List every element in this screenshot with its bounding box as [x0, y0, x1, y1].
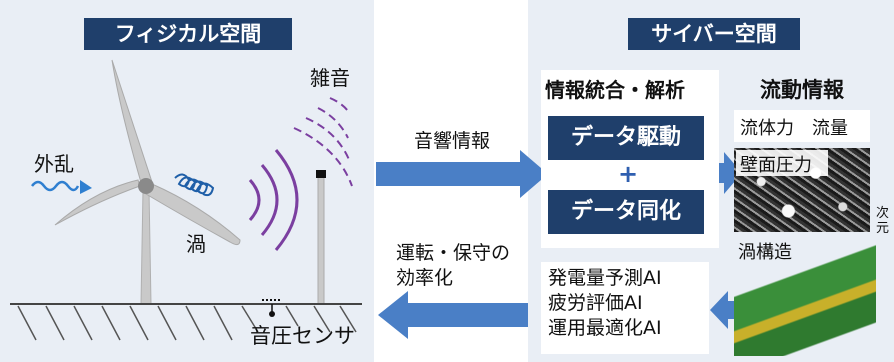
- ai-box: [541, 262, 709, 354]
- sound-arc-3: [274, 149, 299, 251]
- noise-arc-3: [293, 127, 353, 187]
- ground-hatching: [17, 305, 357, 341]
- ai-item-fatigue-evaluation: 疲労評価AI: [548, 292, 643, 314]
- efficiency-label-line1: 運転・保守の: [396, 242, 511, 264]
- dimension-fragment: 次 元: [876, 206, 890, 236]
- fluid-force-tag: 流体力: [740, 118, 794, 139]
- data-assimilation-block: データ同化: [548, 190, 704, 234]
- wall-pressure-label: 壁面圧力: [740, 155, 812, 176]
- turbine-tower: [140, 189, 152, 305]
- cyber-space-title: サイバー空間: [628, 18, 800, 50]
- ground-sensor-icon: [269, 311, 275, 317]
- plus-sign: +: [618, 160, 639, 188]
- arrow-to-ai: [710, 291, 740, 329]
- disturbance-label: 外乱: [34, 152, 74, 176]
- physical-space-title: フィジカル空間: [84, 18, 292, 50]
- arrow-to-cyber: [376, 150, 548, 198]
- ai-list: 発電量予測AI 疲労評価AI 運用最適化AI: [548, 266, 662, 341]
- turbine-hub: [138, 178, 154, 194]
- ai-item-power-prediction: 発電量予測AI: [548, 267, 662, 289]
- turbine-blade-left: [54, 179, 141, 226]
- arrow-to-physical: [378, 291, 528, 339]
- sensor-head: [316, 170, 326, 178]
- noise-arc-4: [329, 97, 351, 115]
- sound-arc-1: [248, 178, 261, 222]
- vortex-coil: [174, 173, 215, 197]
- noise-arc-1: [317, 107, 349, 139]
- noise-label: 雑音: [310, 66, 350, 90]
- sensor-label: 音圧センサ: [250, 324, 355, 348]
- flow-info-title: 流動情報: [760, 78, 844, 102]
- arrow-to-flow: [712, 152, 742, 194]
- sensor-pole: [317, 175, 325, 305]
- wall-pressure-label-box: [736, 150, 828, 176]
- acoustic-info-label: 音響情報: [414, 130, 491, 152]
- efficiency-label-line2: 効率化: [396, 267, 454, 289]
- disturbance-wave-icon: [31, 180, 80, 192]
- vortex-structure-label: 渦構造: [738, 242, 792, 263]
- integration-title: 情報統合・解析: [545, 78, 685, 102]
- turbine-blade-right: [145, 183, 241, 246]
- noise-arc-2: [305, 117, 351, 163]
- turbine-blade-up: [111, 59, 153, 187]
- data-driven-block: データ駆動: [548, 116, 704, 160]
- ai-item-operation-optimization: 運用最適化AI: [548, 317, 662, 339]
- sound-arc-2: [260, 164, 279, 236]
- flow-tags-box: [734, 110, 870, 142]
- vortex-label: 渦: [186, 232, 206, 256]
- vortex-structure-image: [734, 236, 876, 356]
- flow-rate-tag: 流量: [812, 118, 848, 139]
